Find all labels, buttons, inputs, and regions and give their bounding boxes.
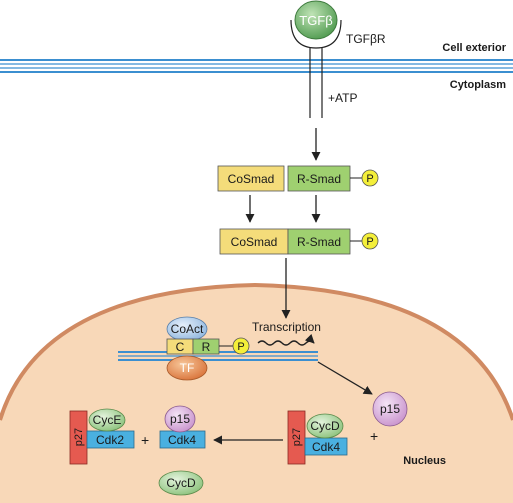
p15-label: p15 <box>380 402 400 416</box>
rsmad-label: R-Smad <box>297 172 341 186</box>
cdk2-label: Cdk2 <box>96 433 124 447</box>
phosphate-badge: P <box>361 232 379 250</box>
p27-cyce-cdk2-complex: p27 Cdk2 CycE <box>69 408 135 465</box>
transcription-label: Transcription <box>252 320 321 334</box>
cycd-free-label: CycD <box>166 476 196 490</box>
atp-label: +ATP <box>328 91 357 105</box>
plus-sign: + <box>141 432 149 448</box>
svg-text:P: P <box>366 236 373 248</box>
phosphate-badge: P <box>232 337 250 355</box>
plasma-membrane <box>0 59 513 73</box>
phosphate-label: P <box>366 173 373 185</box>
complex-rsmad-label: R-Smad <box>297 235 341 249</box>
cdk4-label: Cdk4 <box>168 433 196 447</box>
nucleus-body <box>0 285 513 503</box>
p15-cdk4-complex: Cdk4 p15 <box>159 405 206 449</box>
cosmad-box: CoSmad <box>217 165 285 192</box>
cycd-protein <box>158 470 204 496</box>
cdk4-label: Cdk4 <box>312 440 340 454</box>
tgf-beta-receptor <box>290 19 342 118</box>
r-label: R <box>202 340 211 354</box>
p27-label: p27 <box>291 428 303 446</box>
transcription-squiggle <box>257 333 315 346</box>
tgf-beta-receptor-label: TGFβR <box>346 32 386 46</box>
cosmad-label: CoSmad <box>228 172 275 186</box>
transcription-factor <box>166 355 208 381</box>
tgf-beta-ligand <box>294 0 338 40</box>
p15-protein <box>372 391 408 427</box>
cycd-label: CycD <box>310 419 340 433</box>
complex-cosmad-label: CoSmad <box>231 235 278 249</box>
cell-exterior-label: Cell exterior <box>442 42 506 54</box>
coactivator-label: CoAct <box>171 322 204 336</box>
p27-cycd-cdk4-complex: p27 Cdk4 CycD <box>287 410 348 465</box>
cytoplasm-label: Cytoplasm <box>450 79 506 91</box>
c-label: C <box>176 340 185 354</box>
smad-complex: CoSmad R-Smad <box>219 228 351 255</box>
p27-label: p27 <box>73 428 85 446</box>
rsmad-box: R-Smad <box>287 165 351 192</box>
plus-sign: + <box>370 428 378 444</box>
arrow-transcription-to-p15 <box>317 361 373 395</box>
tf-label: TF <box>180 361 195 375</box>
nuclear-envelope <box>0 282 513 421</box>
cyce-label: CycE <box>93 413 122 427</box>
p15-label: p15 <box>170 412 190 426</box>
c-r-complex: C R <box>166 338 220 355</box>
svg-text:P: P <box>237 341 244 353</box>
tgf-beta-label: TGFβ <box>299 13 332 28</box>
nucleus-label: Nucleus <box>403 455 446 467</box>
phosphate-badge: P <box>361 169 379 187</box>
